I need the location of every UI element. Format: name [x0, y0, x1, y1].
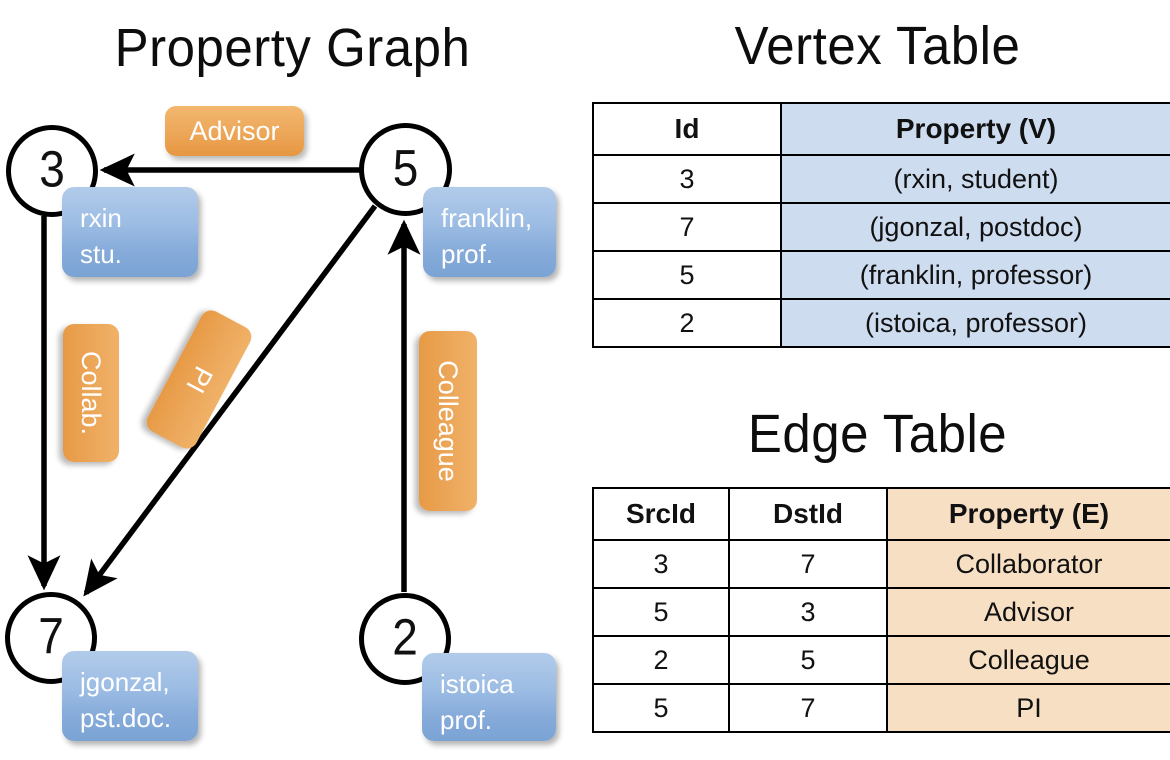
- graph-node-5[interactable]: 5: [359, 123, 452, 216]
- graph-node-2-label: 2: [392, 608, 418, 666]
- vertex-cell-property: (istoica, professor): [780, 298, 1170, 348]
- vertex-callout-3: rxin stu.: [62, 187, 198, 277]
- table-row: 5 (franklin, professor): [592, 250, 1170, 300]
- edge-cell-srcid: 5: [592, 683, 730, 733]
- vertex-cell-id: 5: [592, 250, 782, 300]
- table-row: 7 (jgonzal, postdoc): [592, 202, 1170, 252]
- vertex-callout-2: istoica prof.: [422, 653, 556, 741]
- graph-node-2[interactable]: 2: [359, 593, 451, 685]
- vertex-callout-7: jgonzal, pst.doc.: [62, 651, 198, 741]
- table-row: 3 (rxin, student): [592, 154, 1170, 204]
- graph-edge-lines: [27, 153, 421, 597]
- table-header-row: SrcId DstId Property (E): [592, 487, 1170, 541]
- page-title-property-graph: Property Graph: [114, 17, 471, 78]
- edge-cell-dstid: 7: [728, 683, 888, 733]
- edge-cell-property: Collaborator: [886, 539, 1170, 589]
- table-row: 3 7 Collaborator: [592, 539, 1170, 589]
- vertex-callout-3-line2: stu.: [80, 238, 122, 269]
- vertex-callout-7-line2: pst.doc.: [80, 702, 172, 733]
- edge-label-collaborator: Collab.: [63, 324, 119, 462]
- table-header-row: Id Property (V): [592, 102, 1170, 156]
- table-row: 2 5 Colleague: [592, 635, 1170, 685]
- vertex-cell-property: (franklin, professor): [780, 250, 1170, 300]
- graph-node-5-label: 5: [392, 138, 419, 197]
- vertex-table: Id Property (V) 3 (rxin, student) 7 (jgo…: [592, 102, 1170, 348]
- vertex-callout-3-line1: rxin: [80, 203, 122, 233]
- edge-cell-property: Advisor: [886, 587, 1170, 637]
- vertex-callout-5-line2: prof.: [441, 238, 494, 269]
- vertex-cell-property: (rxin, student): [780, 154, 1170, 204]
- vertex-cell-id: 7: [592, 202, 782, 252]
- edge-cell-property: PI: [886, 683, 1170, 733]
- edge-cell-dstid: 7: [728, 539, 888, 589]
- table-row: 5 7 PI: [592, 683, 1170, 733]
- vertex-callout-7-line1: jgonzal,: [80, 667, 170, 697]
- edge-cell-property: Colleague: [886, 635, 1170, 685]
- edge-cell-srcid: 2: [592, 635, 730, 685]
- edge-cell-srcid: 5: [592, 587, 730, 637]
- edge-table-header-srcid: SrcId: [592, 487, 730, 541]
- vertex-cell-property: (jgonzal, postdoc): [780, 202, 1170, 252]
- vertex-callout-5-line1: franklin,: [441, 203, 533, 233]
- table-row: 2 (istoica, professor): [592, 298, 1170, 348]
- vertex-callout-5: franklin, prof.: [423, 187, 556, 277]
- page-title-vertex-table: Vertex Table: [734, 15, 1021, 76]
- vertex-table-header-id: Id: [592, 102, 782, 156]
- vertex-table-header-property: Property (V): [780, 102, 1170, 156]
- vertex-cell-id: 3: [592, 154, 782, 204]
- vertex-callout-2-line1: istoica: [440, 669, 514, 699]
- edge-cell-dstid: 5: [728, 635, 888, 685]
- edge-table-header-dstid: DstId: [728, 487, 888, 541]
- edge-label-colleague: Colleague: [419, 331, 477, 511]
- edge-label-advisor: Advisor: [165, 106, 304, 156]
- vertex-callout-2-line2: prof.: [440, 704, 493, 735]
- edge-cell-srcid: 3: [592, 539, 730, 589]
- table-row: 5 3 Advisor: [592, 587, 1170, 637]
- page-title-edge-table: Edge Table: [747, 403, 1008, 464]
- edge-cell-dstid: 3: [728, 587, 888, 637]
- vertex-cell-id: 2: [592, 298, 782, 348]
- graph-node-3-label: 3: [39, 140, 65, 198]
- property-graph-diagram: 3 5 7 2 rxin stu. franklin, prof. jgonza…: [5, 106, 556, 741]
- graph-node-7-label: 7: [38, 607, 64, 665]
- edge-table-header-property: Property (E): [886, 487, 1170, 541]
- edge-table: SrcId DstId Property (E) 3 7 Collaborato…: [592, 487, 1170, 733]
